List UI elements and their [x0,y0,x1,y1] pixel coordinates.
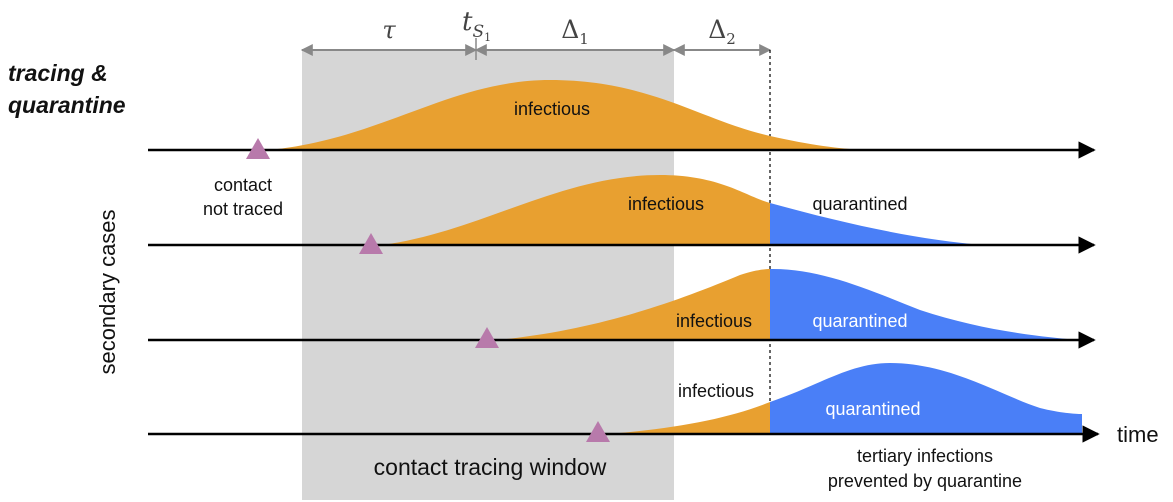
contact-marker-row-4 [586,421,610,442]
secondary-cases-label: secondary cases [95,209,120,374]
infectious-curve-row-4 [608,402,770,434]
quarantined-curve-row-4 [770,363,1082,434]
contact-marker-row-3 [475,327,499,348]
bracket-delta2: Δ2 [672,15,772,56]
row-2: infectious quarantined [148,175,1096,254]
tau-label: τ [382,16,396,44]
infectious-curve-row-2 [382,175,770,245]
ts1-label: tS1 [462,7,491,44]
row-3: infectious quarantined [148,268,1096,349]
time-axis-label: time [1117,422,1159,447]
quarantined-label-row-3: quarantined [812,311,907,331]
infectious-curve-row-1 [268,80,866,150]
quarantined-label-row-2: quarantined [812,194,907,214]
title-line1: tracing & [8,60,108,86]
infectious-label-row-2: infectious [628,194,704,214]
infectious-label-row-4: infectious [678,381,754,401]
bracket-tau: τ [300,16,478,56]
title-line2: quarantine [8,92,126,118]
window-label: contact tracing window [374,454,607,480]
quarantined-curve-row-2 [770,203,984,245]
footnote-line1: tertiary infections [857,446,993,466]
infectious-label-row-3: infectious [676,311,752,331]
footnote-line2: prevented by quarantine [828,471,1022,491]
not-traced-note-line1: contact [214,175,272,195]
infectious-curve-row-3 [497,269,770,340]
contact-marker-row-2 [359,233,383,254]
bracket-delta1: Δ1 [474,15,676,56]
quarantined-label-row-4: quarantined [825,399,920,419]
not-traced-note-line2: not traced [203,199,283,219]
delta1-label: Δ1 [561,15,589,48]
row-1: infectious contact not traced [148,80,1096,219]
infectious-label-row-1: infectious [514,99,590,119]
contact-marker-row-1 [246,138,270,159]
quarantined-curve-row-3 [770,268,1080,340]
ts1-marker: tS1 [462,7,491,60]
row-4: infectious quarantined [148,363,1100,443]
delta2-label: Δ2 [708,15,736,48]
